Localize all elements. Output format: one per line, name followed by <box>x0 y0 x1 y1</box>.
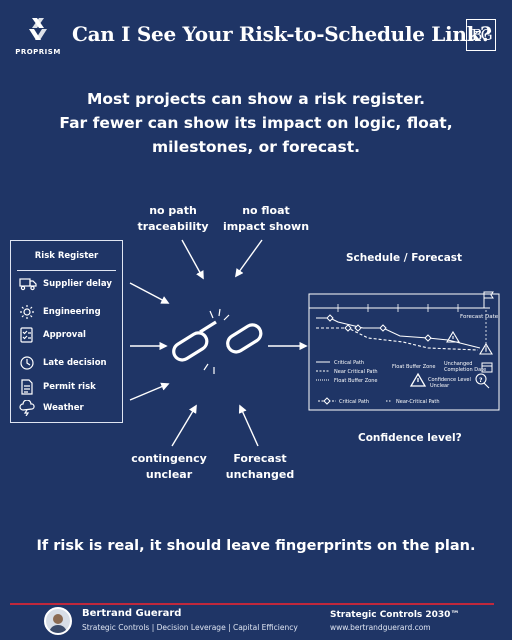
risk-item-label: Approval <box>43 330 86 340</box>
footer-name: Bertrand Guerard <box>82 608 182 619</box>
risk-item-label: Late decision <box>43 358 107 368</box>
tagline: If risk is real, it should leave fingerp… <box>36 538 476 554</box>
svg-text:?: ? <box>479 377 483 384</box>
float-buffer-zone-label: Float Buffer Zone <box>392 364 435 370</box>
callout-top-right-line-2: impact shown <box>222 220 310 233</box>
avatar <box>44 607 72 635</box>
footer-divider <box>10 603 494 605</box>
arrow-register-to-chain-low <box>129 382 170 401</box>
checklist-icon <box>20 327 33 343</box>
confidence-unclear-line-1: Confidence Level <box>428 377 471 383</box>
risk-item-label: Supplier delay <box>43 279 112 289</box>
callout-bottom-right: Forecast unchanged <box>215 451 305 483</box>
storm-cloud-icon <box>19 400 35 416</box>
legend-bottom-critical-path: Critical Path <box>339 399 369 405</box>
critical-path-line <box>316 317 481 349</box>
schedule-diagram: Forecast Date Critical Path Near Critica… <box>308 291 500 411</box>
risk-item-label: Weather <box>43 403 84 413</box>
footer-subtitle: Strategic Controls | Decision Leverage |… <box>82 623 298 632</box>
warning-icon <box>446 330 460 343</box>
risk-item-permit-risk: Permit risk <box>19 379 96 395</box>
callout-top-right: no float impact shown <box>220 203 312 235</box>
callout-bottom-left-line-1: contingency <box>131 452 207 465</box>
unchanged-label-line-1: Unchanged <box>444 361 472 367</box>
confidence-unclear-line-2: Unclear <box>430 383 450 389</box>
broken-chain-icon <box>172 320 263 362</box>
risk-item-late-decision: Late decision <box>19 355 107 371</box>
risk-register-divider <box>17 270 116 271</box>
arrow-callout-top-right <box>235 239 263 278</box>
gear-icon <box>20 305 34 319</box>
arrow-callout-bottom-right <box>238 404 259 447</box>
risk-item-engineering: Engineering <box>19 304 101 320</box>
intro-line-2: Far fewer can show its impact on logic, … <box>59 114 453 132</box>
confidence-question: Confidence level? <box>358 432 462 444</box>
person-icon <box>49 614 67 633</box>
magnifier-question-icon <box>475 373 490 389</box>
callout-bottom-left: contingency unclear <box>124 451 214 483</box>
callout-top-right-line-1: no float <box>242 204 290 217</box>
callout-top-left: no path traceability <box>128 203 218 235</box>
risk-item-label: Permit risk <box>43 382 96 392</box>
chain-break-sparks <box>203 308 230 374</box>
footer-url[interactable]: www.bertrandguerard.com <box>330 623 431 632</box>
near-critical-path-line <box>316 327 479 351</box>
unchanged-label-line-2: Completion Date <box>444 367 486 373</box>
callout-top-left-line-1: no path <box>149 204 197 217</box>
risk-item-approval: Approval <box>19 327 86 343</box>
callout-top-left-line-2: traceability <box>137 220 209 233</box>
callout-bottom-right-line-2: unchanged <box>225 468 295 481</box>
clock-icon <box>20 356 34 370</box>
schedule-title: Schedule / Forecast <box>346 252 463 264</box>
risk-register-box: Risk Register Supplier delay Engineering… <box>10 240 123 423</box>
bg-monogram-logo: BG <box>466 19 496 51</box>
arrow-register-to-chain-top <box>129 282 170 304</box>
proprism-logo: PROPRISM <box>12 16 64 56</box>
risk-item-supplier-delay: Supplier delay <box>19 277 112 291</box>
forecast-date-label: Forecast Date <box>460 314 499 320</box>
risk-item-weather: Weather <box>19 400 84 416</box>
risk-register-title: Risk Register <box>34 251 99 261</box>
legend-critical-path: Critical Path <box>334 360 364 366</box>
logo-left-text: PROPRISM <box>15 48 61 56</box>
arrow-callout-bottom-left <box>171 404 197 447</box>
legend-near-critical-path: Near Critical Path <box>334 369 378 375</box>
callout-bottom-right-line-1: Forecast <box>233 452 287 465</box>
legend-bottom-near-critical-path: Near-Critical Path <box>396 399 439 405</box>
intro-line-1: Most projects can show a risk register. <box>86 90 426 108</box>
intro-line-3: milestones, or forecast. <box>151 138 361 156</box>
proprism-mark-icon <box>29 18 47 40</box>
legend-float-buffer-zone: Float Buffer Zone <box>334 378 377 384</box>
schedule-frame <box>308 293 500 411</box>
page-title: Can I See Your Risk-to-Schedule Link? <box>72 22 492 46</box>
truck-icon <box>19 278 37 291</box>
forecast-flag-icon <box>483 291 494 308</box>
risk-item-label: Engineering <box>43 307 101 317</box>
warning-icon <box>409 372 427 387</box>
calendar-icon <box>481 362 493 373</box>
warning-icon <box>479 342 493 355</box>
document-icon <box>21 379 33 395</box>
callout-bottom-left-line-2: unclear <box>145 468 193 481</box>
arrow-callout-top-left <box>181 239 204 280</box>
footer-brand: Strategic Controls 2030™ <box>330 610 460 620</box>
